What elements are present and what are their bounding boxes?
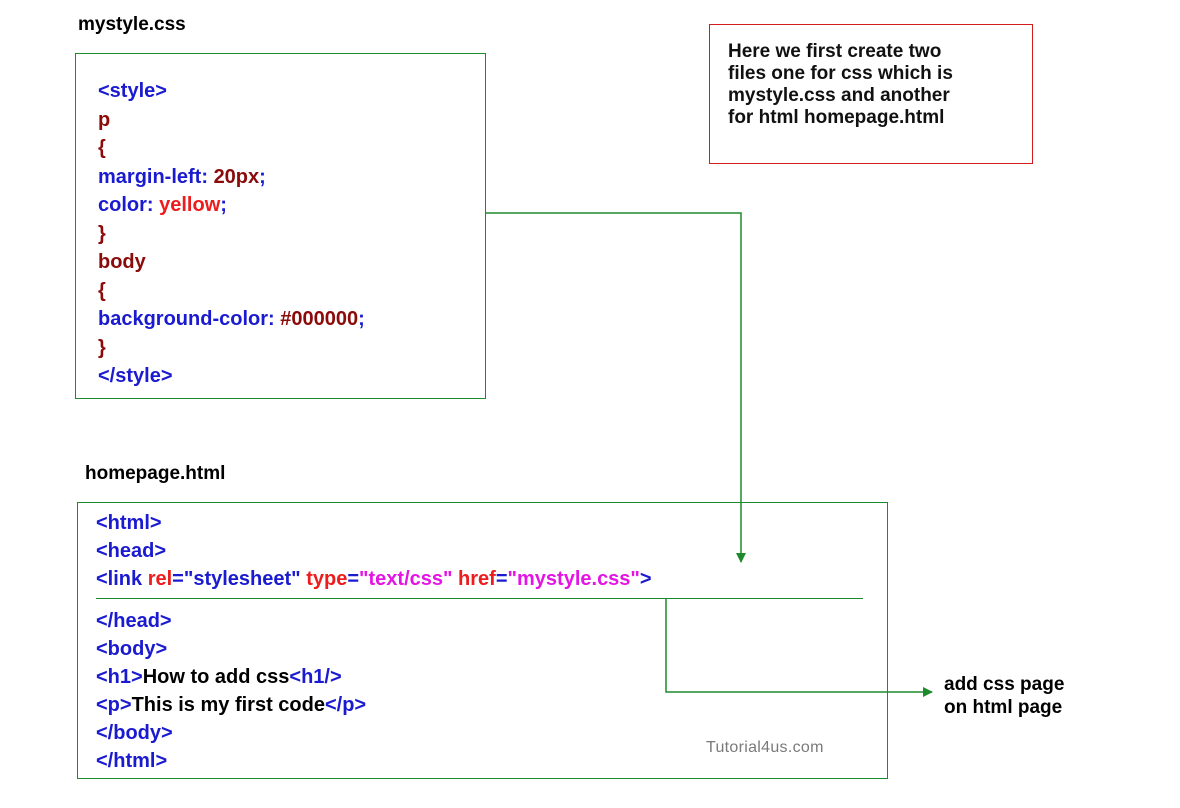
code-token: =	[347, 568, 360, 590]
code-token: }	[98, 222, 106, 245]
code-token: <h1/>	[289, 666, 342, 688]
code-token: href	[458, 568, 496, 590]
code-line: background-color: #000000;	[98, 305, 365, 334]
code-token: <head>	[96, 540, 167, 562]
watermark: Tutorial4us.com	[706, 739, 824, 756]
code-token: color:	[98, 194, 160, 216]
code-line: </head>	[96, 607, 366, 635]
code-line: <link rel="stylesheet" type="text/css" h…	[96, 565, 652, 593]
code-token: </p>	[324, 694, 367, 716]
code-token: ;	[259, 165, 266, 188]
code-token: <p>	[96, 694, 132, 716]
code-token: <html>	[96, 512, 162, 534]
code-line: <h1>How to add css<h1/>	[96, 663, 366, 691]
code-token: ;	[358, 308, 365, 330]
note-line: mystyle.css and another	[728, 85, 950, 106]
code-line: {	[98, 134, 365, 163]
divider-line	[96, 598, 863, 599]
code-token: body	[98, 251, 146, 273]
html-body-lines: </head><body><h1>How to add css<h1/><p>T…	[96, 607, 366, 775]
code-line: {	[98, 277, 365, 306]
code-token: =	[495, 568, 508, 590]
note-line: files one for css which is	[728, 63, 953, 84]
note-line: Here we first create two	[728, 41, 942, 62]
explanation-note: Here we first create two files one for c…	[709, 24, 1033, 164]
side-note-line: on html page	[944, 697, 1063, 718]
code-line: </html>	[96, 747, 366, 775]
code-token: rel	[147, 568, 173, 590]
code-token: type	[306, 568, 348, 590]
code-token: {	[98, 279, 106, 302]
code-token: #000000	[280, 308, 359, 330]
html-file-label: homepage.html	[85, 463, 226, 484]
code-token: "mystyle.css"	[507, 568, 640, 590]
code-line: p	[98, 106, 365, 135]
code-token: =	[172, 568, 184, 590]
code-token: <body>	[96, 638, 168, 660]
code-token: yellow	[159, 194, 221, 216]
code-token: </body>	[96, 722, 173, 744]
code-line: margin-left: 20px;	[98, 163, 365, 192]
code-token: <style>	[98, 80, 167, 102]
html-head-lines: <html><head><link rel="stylesheet" type=…	[96, 509, 652, 593]
css-code-box: <style>p{margin-left: 20px;color: yellow…	[75, 53, 486, 399]
code-token: </head>	[96, 610, 172, 632]
code-token: 20px	[213, 165, 260, 188]
css-file-label: mystyle.css	[78, 14, 186, 35]
code-line: color: yellow;	[98, 191, 365, 220]
code-line: <head>	[96, 537, 652, 565]
code-token: {	[98, 137, 106, 159]
code-line: <body>	[96, 635, 366, 663]
css-code-lines: <style>p{margin-left: 20px;color: yellow…	[98, 77, 365, 391]
css-to-link-arrow	[486, 212, 746, 563]
code-token: How to add css	[142, 666, 290, 688]
code-token: <h1>	[96, 666, 143, 688]
side-note-line: add css page	[944, 674, 1065, 695]
code-line: </style>	[98, 362, 365, 391]
link-to-note-arrow	[665, 598, 933, 697]
code-token: p	[98, 108, 111, 131]
code-token: "text/css"	[359, 568, 459, 590]
code-line: body	[98, 248, 365, 277]
code-line: }	[98, 334, 365, 363]
code-line: }	[98, 220, 365, 249]
code-token: This is my first code	[131, 694, 325, 716]
code-token: }	[98, 336, 106, 359]
code-token: </html>	[96, 750, 168, 772]
side-note: add css page on html page	[944, 673, 1064, 719]
code-token: "stylesheet"	[183, 568, 307, 590]
code-line: <html>	[96, 509, 652, 537]
code-token: <link	[96, 568, 148, 590]
code-token: </style>	[98, 365, 173, 387]
code-line: </body>	[96, 719, 366, 747]
code-token: background-color:	[98, 308, 281, 330]
code-line: <p>This is my first code</p>	[96, 691, 366, 719]
code-line: <style>	[98, 77, 365, 106]
note-line: for html homepage.html	[728, 107, 945, 128]
code-token: ;	[220, 194, 227, 216]
code-token: >	[639, 568, 652, 590]
code-token: margin-left:	[98, 165, 214, 188]
html-code-box: <html><head><link rel="stylesheet" type=…	[77, 502, 888, 779]
